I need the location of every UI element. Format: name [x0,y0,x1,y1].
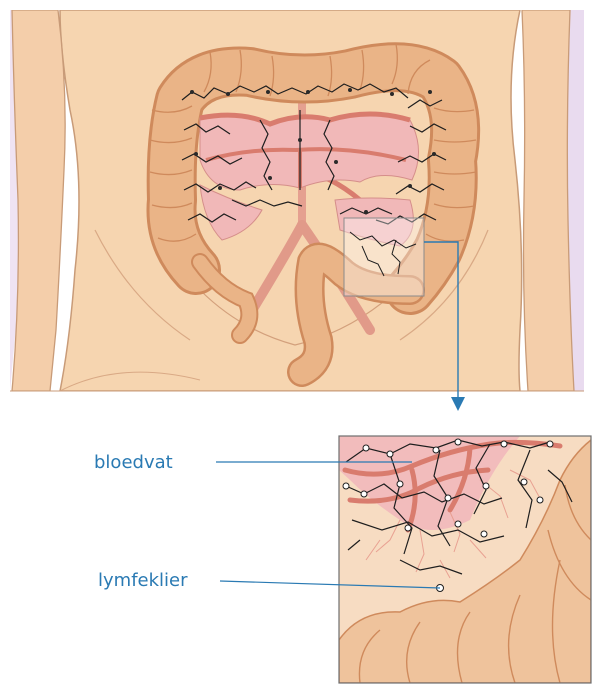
torso-illustration [10,10,584,391]
lymph-node-label: lymfeklier [98,571,188,591]
zoom-region-box [344,218,424,296]
inset-magnified-view [339,436,591,683]
right-arm [522,10,574,391]
blood-vessel-label: bloedvat [94,453,173,473]
